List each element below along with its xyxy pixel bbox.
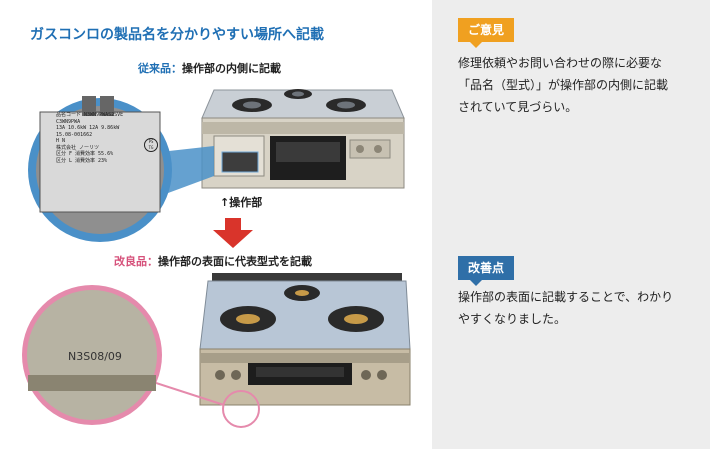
opinion-text: 修理依頼やお問い合わせの際に必要な 「品名（型式）」が操作部の内側に記載 されて… [458, 52, 668, 118]
label-card: 品名コード N3WN9PWAS2SVE C3WN9PWA 13A 10.6kW … [56, 112, 160, 164]
burner-right [326, 98, 366, 112]
improvement-badge: 改善点 [458, 256, 515, 286]
label-line6: 株式会社 ノーリツ [56, 144, 100, 151]
down-arrow-icon [213, 218, 253, 248]
before-illustration [28, 89, 405, 242]
label-line5: H N [56, 138, 66, 144]
opinion-badge: ご意見 [458, 18, 515, 48]
label-line8: 区分 L 消費効率 23% [56, 157, 108, 164]
label-line3: 13A 10.6kW 12A 9.86kW [56, 125, 120, 131]
burner-left [232, 98, 272, 112]
model-code-label: N3S08/09 [68, 350, 122, 363]
comparison-panel: ガスコンロの製品名を分かりやすい場所へ記載 従来品：操作部の内側に記載 [0, 0, 432, 449]
burner-center-small [284, 285, 320, 301]
before-subtitle: 従来品：操作部の内側に記載 [138, 62, 281, 75]
burner-left-large [220, 306, 276, 332]
improvement-text: 操作部の表面に記載することで、わかり やすくなりました。 [458, 286, 673, 330]
after-illustration [22, 273, 411, 428]
burner-right-large [328, 306, 384, 332]
ps-mark: PS TG [144, 138, 158, 152]
opinion-line: 「品名（型式）」が操作部の内側に記載 [458, 78, 669, 92]
panel-title: ガスコンロの製品名を分かりやすい場所へ記載 [30, 27, 324, 43]
after-tag: 改良品 [114, 255, 147, 268]
label-line7: 区分 F 消費効率 55.6% [56, 151, 114, 157]
opinion-line: 修理依頼やお問い合わせの際に必要な [458, 56, 663, 70]
before-tag: 従来品 [138, 62, 171, 75]
up-arrow-icon: ↑ [220, 196, 230, 209]
improvement-line: やすくなりました。 [458, 312, 567, 326]
label-line2: C3WN9PWA [56, 118, 81, 125]
label-line4: 15.08-001662 [56, 131, 93, 138]
improvement-line: 操作部の表面に記載することで、わかり [458, 290, 674, 304]
after-subtitle: 改良品：操作部の表面に代表型式を記載 [114, 255, 312, 268]
burner-center [284, 89, 312, 99]
after-text: 操作部の表面に代表型式を記載 [158, 255, 312, 268]
operation-note: ↑操作部 [220, 196, 263, 209]
before-text: 操作部の内側に記載 [182, 62, 281, 75]
label-line1: 品名コード N3WN9PWAS2SVE [56, 112, 124, 118]
opinion-line: されていて見づらい。 [458, 100, 578, 114]
